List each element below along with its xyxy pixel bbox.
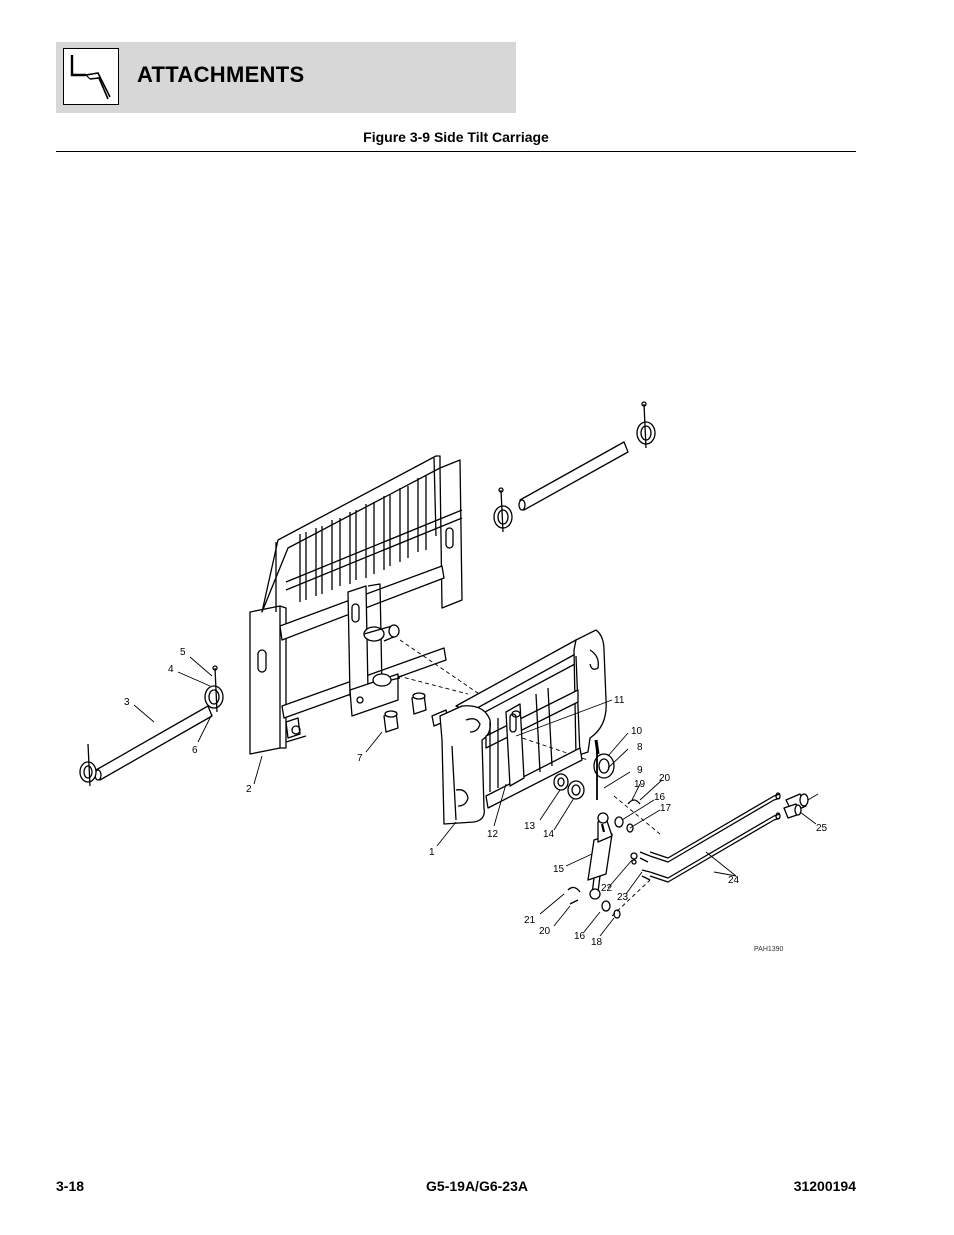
callout-22: 23 bbox=[617, 892, 629, 903]
drawing-id: PAH1390 bbox=[754, 946, 784, 953]
upper-pin bbox=[493, 401, 656, 533]
callout-4: 4 bbox=[168, 664, 174, 675]
figure-caption: Figure 3-9 Side Tilt Carriage bbox=[363, 129, 549, 145]
callout-15: 15 bbox=[553, 864, 565, 875]
callout-16-top: 16 bbox=[654, 792, 666, 803]
callout-20-top: 20 bbox=[659, 773, 671, 784]
section-title: ATTACHMENTS bbox=[137, 62, 305, 87]
callout-2: 2 bbox=[246, 784, 252, 795]
section-header-band bbox=[56, 42, 516, 113]
callout-7: 7 bbox=[357, 753, 363, 764]
callout-17-top: 17 bbox=[660, 803, 672, 814]
callout-17-bottom: 18 bbox=[591, 937, 603, 948]
pivot-washer bbox=[553, 773, 585, 800]
cylinder-fittings bbox=[567, 799, 651, 919]
carriage-frame bbox=[249, 455, 463, 755]
callout-21: 22 bbox=[601, 883, 613, 894]
callout-6: 6 bbox=[192, 745, 198, 756]
callout-20-bottom: 21 bbox=[524, 915, 536, 926]
attachment-icon bbox=[63, 48, 119, 105]
model-number: G5-19A/G6-23A bbox=[426, 1178, 528, 1194]
document-number: 31200194 bbox=[793, 1178, 856, 1194]
callout-9: 9 bbox=[637, 765, 643, 776]
callout-labels: 5 4 3 6 2 7 1 12 11 10 8 9 13 14 15 19 2… bbox=[124, 647, 828, 948]
tilt-cylinder bbox=[587, 812, 613, 900]
quick-couplers bbox=[783, 793, 809, 819]
callout-16-bottom: 16 bbox=[574, 931, 586, 942]
callout-11: 11 bbox=[614, 695, 625, 706]
page-number: 3-18 bbox=[56, 1178, 85, 1194]
callout-3: 3 bbox=[124, 697, 130, 708]
header-divider bbox=[56, 151, 856, 152]
callout-5: 5 bbox=[180, 647, 186, 658]
pivot-pin bbox=[593, 739, 615, 800]
callout-12: 12 bbox=[487, 829, 499, 840]
callout-24: 25 bbox=[816, 823, 828, 834]
callout-19: 20 bbox=[539, 926, 551, 937]
callout-10: 10 bbox=[631, 726, 643, 737]
callout-18: 19 bbox=[634, 779, 646, 790]
callout-14: 14 bbox=[543, 829, 555, 840]
callout-8: 8 bbox=[637, 742, 643, 753]
callout-1: 1 bbox=[429, 847, 435, 858]
callout-23: 24 bbox=[728, 875, 740, 886]
callout-13: 13 bbox=[524, 821, 536, 832]
leader-lines bbox=[133, 656, 819, 937]
hydraulic-hoses bbox=[649, 792, 781, 883]
lower-pin bbox=[79, 665, 224, 787]
tilting-frame bbox=[439, 629, 607, 825]
